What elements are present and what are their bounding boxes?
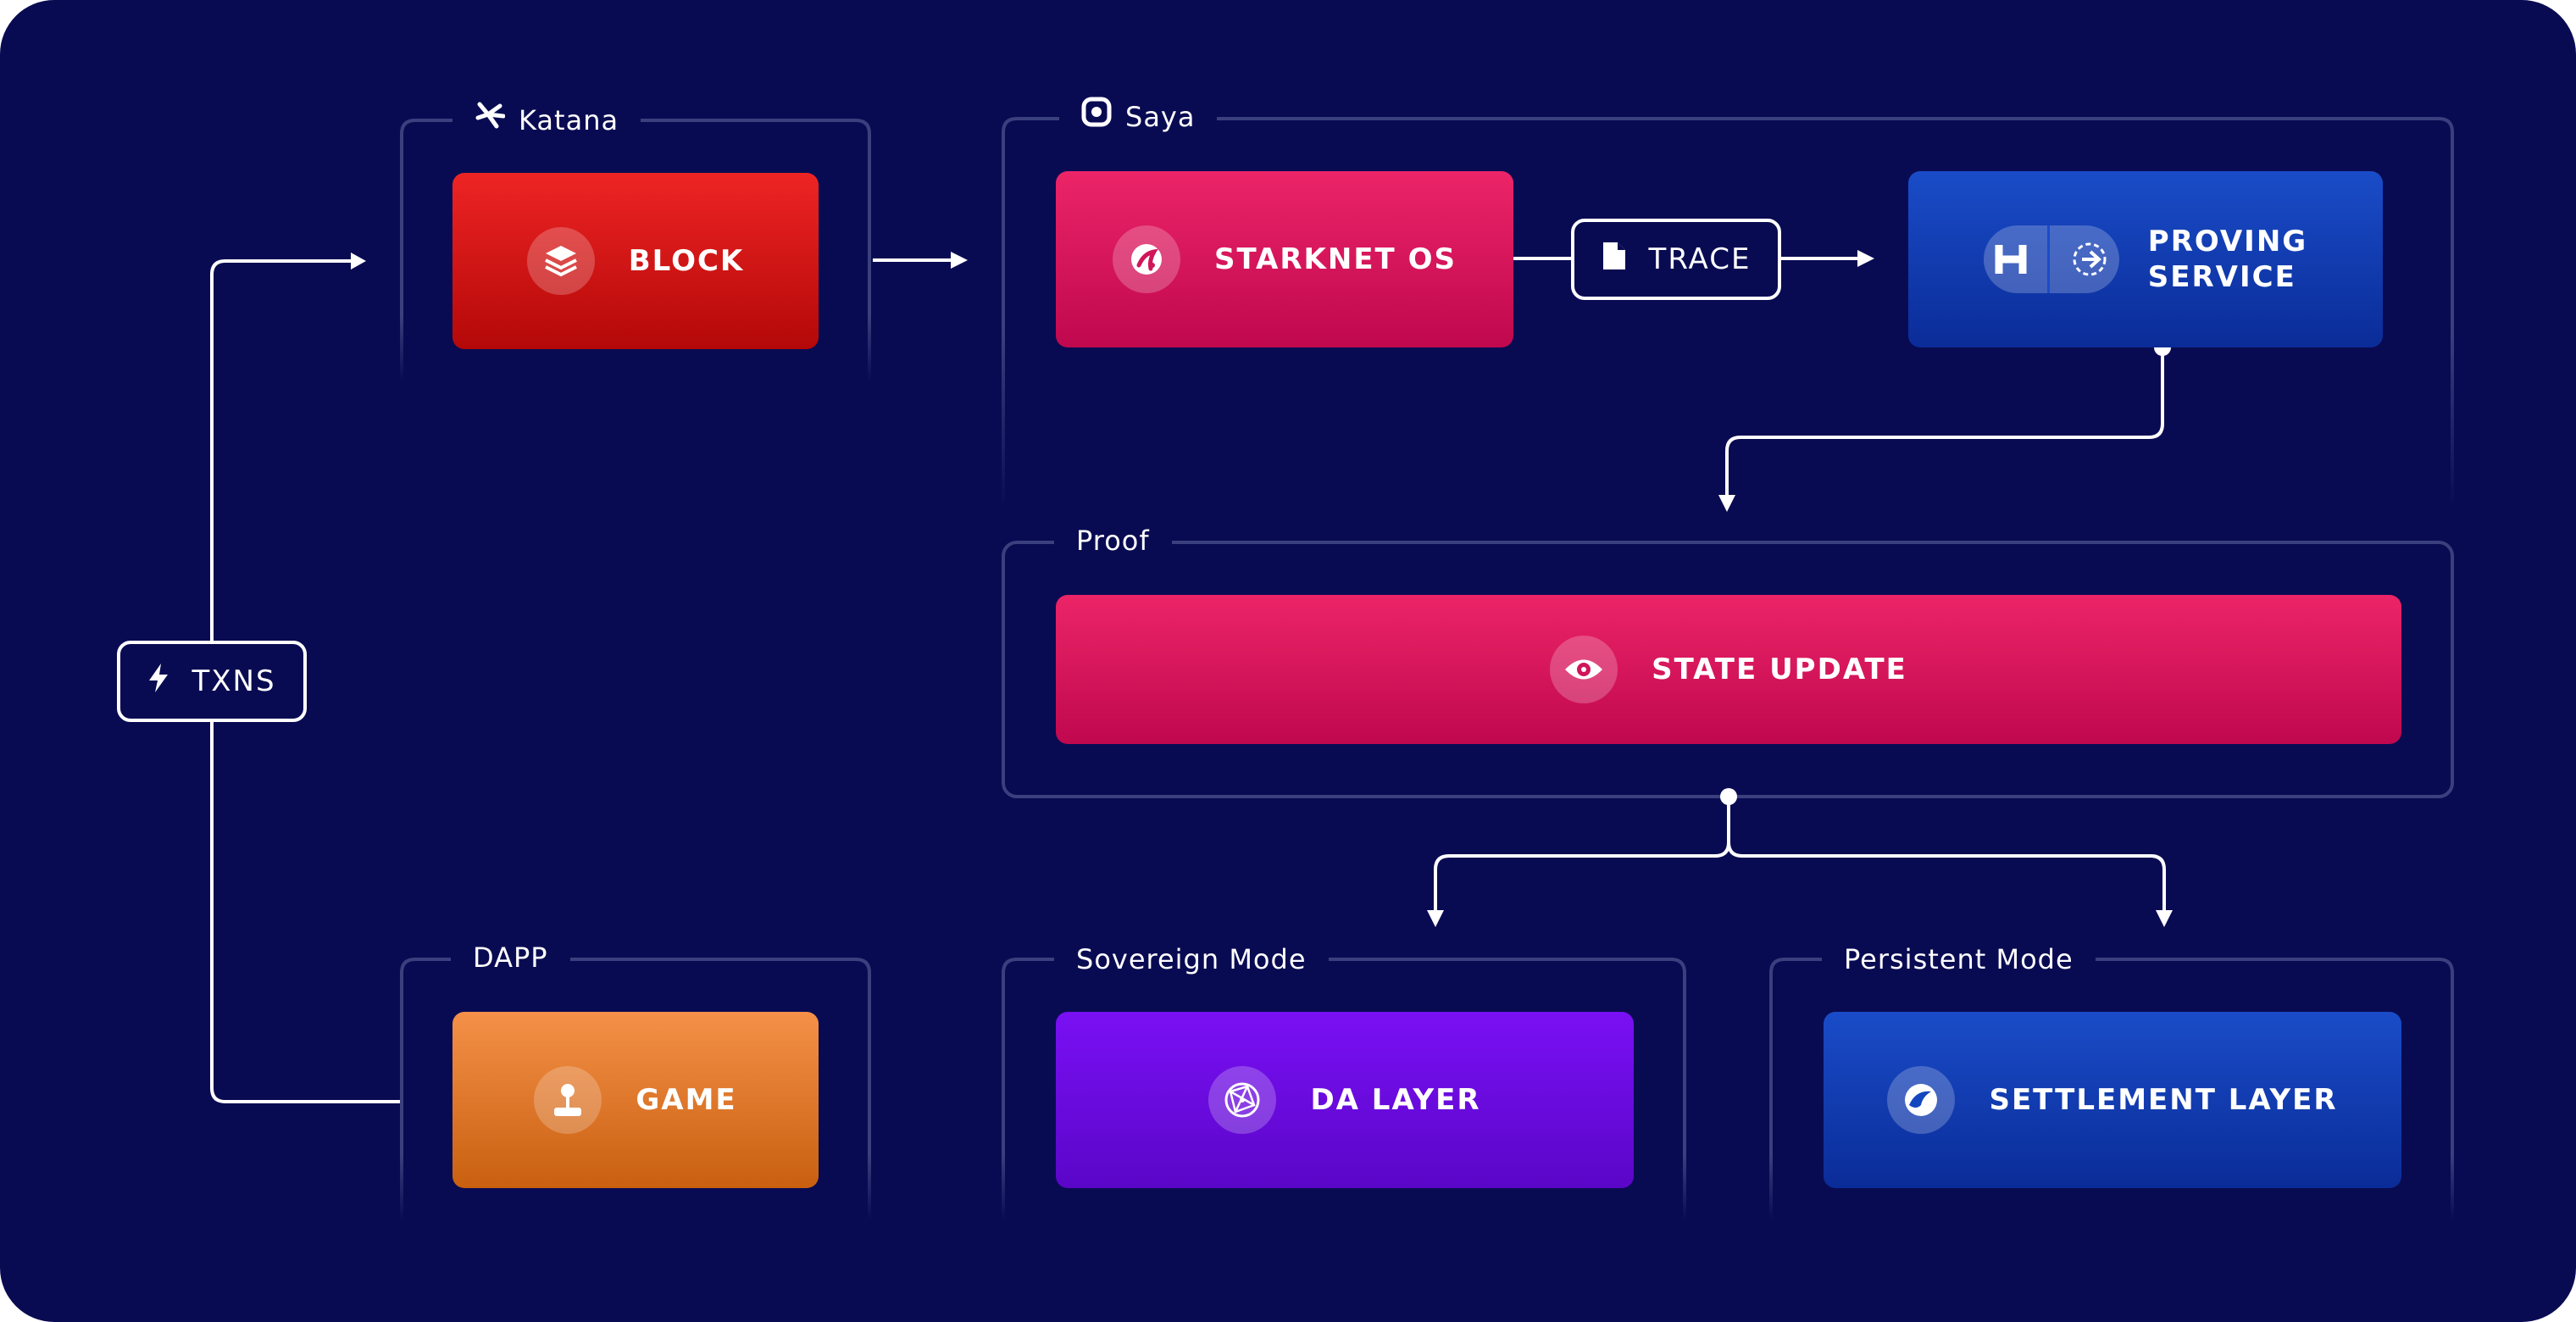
arrowhead bbox=[1857, 250, 1874, 267]
katana-logo-icon bbox=[475, 100, 506, 141]
group-title: Saya bbox=[1125, 101, 1196, 133]
txns-to-block-line bbox=[210, 259, 353, 641]
proving-service-node: PROVING SERVICE bbox=[1908, 171, 2383, 347]
node-label: SETTLEMENT LAYER bbox=[1989, 1083, 2338, 1117]
herodotus-icon bbox=[1983, 225, 2119, 293]
dapp-frame bbox=[400, 958, 871, 1220]
group-title: Katana bbox=[519, 104, 619, 136]
document-icon bbox=[1602, 241, 1627, 279]
proving-to-proof-line bbox=[1725, 347, 2164, 495]
txns-to-dapp-line bbox=[210, 722, 400, 1103]
ethereum-icon bbox=[1887, 1066, 1956, 1134]
block-node: BLOCK bbox=[452, 173, 819, 349]
state-update-node: STATE UPDATE bbox=[1056, 595, 2401, 744]
arrowhead bbox=[951, 252, 968, 269]
eye-icon bbox=[1550, 636, 1618, 703]
globe-icon bbox=[1208, 1066, 1277, 1134]
proving-service-label: PROVING SERVICE bbox=[2148, 224, 2307, 295]
node-label: STATE UPDATE bbox=[1652, 653, 1907, 686]
layers-icon bbox=[526, 227, 595, 295]
lightning-icon bbox=[147, 663, 169, 701]
starknet-icon bbox=[1113, 225, 1180, 293]
saya-frame bbox=[1002, 117, 2454, 508]
txns-node: TXNS bbox=[117, 641, 307, 722]
sovereign-label: Sovereign Mode bbox=[1054, 939, 1329, 980]
group-title: Persistent Mode bbox=[1844, 943, 2074, 975]
arrowhead bbox=[1427, 910, 1444, 927]
node-label: BLOCK bbox=[628, 244, 745, 278]
sovereign-frame bbox=[1002, 958, 1686, 1220]
persistent-frame bbox=[1769, 958, 2454, 1220]
starknet-os-node: STARKNET OS bbox=[1056, 171, 1513, 347]
saya-label: Saya bbox=[1059, 97, 1218, 138]
persistent-label: Persistent Mode bbox=[1822, 939, 2096, 980]
label-line-2: SERVICE bbox=[2147, 260, 2296, 294]
arrowhead bbox=[2156, 910, 2173, 927]
group-title: Proof bbox=[1076, 525, 1150, 557]
node-label: GAME bbox=[636, 1083, 737, 1117]
dapp-label: DAPP bbox=[451, 937, 570, 978]
proof-split-line bbox=[1727, 842, 2166, 910]
proof-label: Proof bbox=[1054, 520, 1172, 561]
label-line-1: PROVING bbox=[2147, 225, 2308, 258]
joystick-icon bbox=[534, 1066, 602, 1134]
arrowhead bbox=[351, 253, 366, 269]
node-label: TRACE bbox=[1648, 242, 1752, 276]
game-node: GAME bbox=[452, 1012, 819, 1188]
settlement-layer-node: SETTLEMENT LAYER bbox=[1824, 1012, 2401, 1188]
arrowhead bbox=[1718, 495, 1735, 512]
saya-logo-icon bbox=[1081, 97, 1112, 138]
node-label: TXNS bbox=[192, 664, 276, 698]
group-title: DAPP bbox=[473, 942, 548, 974]
proof-split-line bbox=[1434, 797, 1730, 910]
node-label: DA LAYER bbox=[1310, 1083, 1481, 1117]
group-title: Sovereign Mode bbox=[1076, 943, 1307, 975]
da-layer-node: DA LAYER bbox=[1056, 1012, 1634, 1188]
trace-node: TRACE bbox=[1571, 219, 1781, 300]
katana-label: Katana bbox=[452, 100, 641, 141]
node-label: STARKNET OS bbox=[1214, 242, 1457, 276]
